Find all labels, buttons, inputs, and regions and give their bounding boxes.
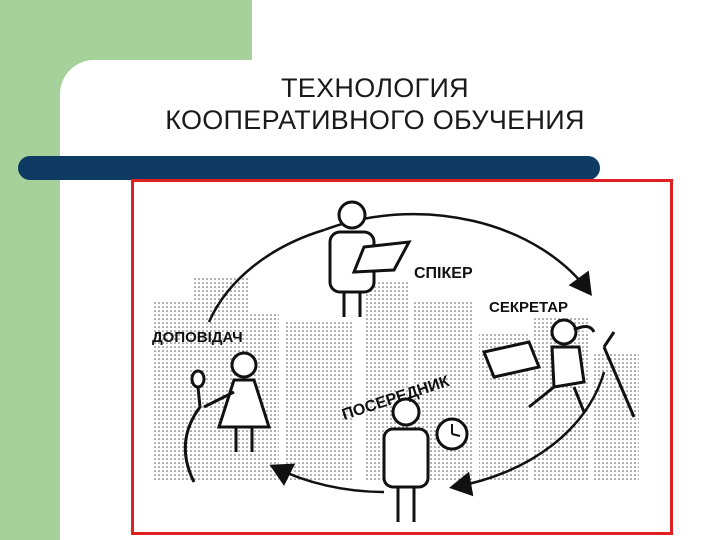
title-line-1: ТЕХНОЛОГИЯ [281, 73, 469, 103]
secretary-figure [481, 318, 636, 418]
speaker-figure [328, 200, 412, 317]
role-label-speaker: СПІКЕР [414, 265, 473, 282]
role-label-secretary: СЕКРЕТАР [489, 299, 568, 316]
illustration-frame: СПІКЕР СЕКРЕТАР ДОПОВІДАЧ ПОСЕРЕДНИК [131, 179, 673, 535]
reporter-figure [183, 351, 272, 483]
slide-title: ТЕХНОЛОГИЯ КООПЕРАТИВНОГО ОБУЧЕНИЯ [90, 72, 660, 136]
title-divider-bar [18, 156, 600, 180]
role-label-reporter: ДОПОВІДАЧ [152, 329, 243, 346]
mediator-figure [382, 397, 469, 522]
cooperative-roles-illustration: СПІКЕР СЕКРЕТАР ДОПОВІДАЧ ПОСЕРЕДНИК [152, 200, 639, 522]
title-line-2: КООПЕРАТИВНОГО ОБУЧЕНИЯ [165, 105, 585, 135]
